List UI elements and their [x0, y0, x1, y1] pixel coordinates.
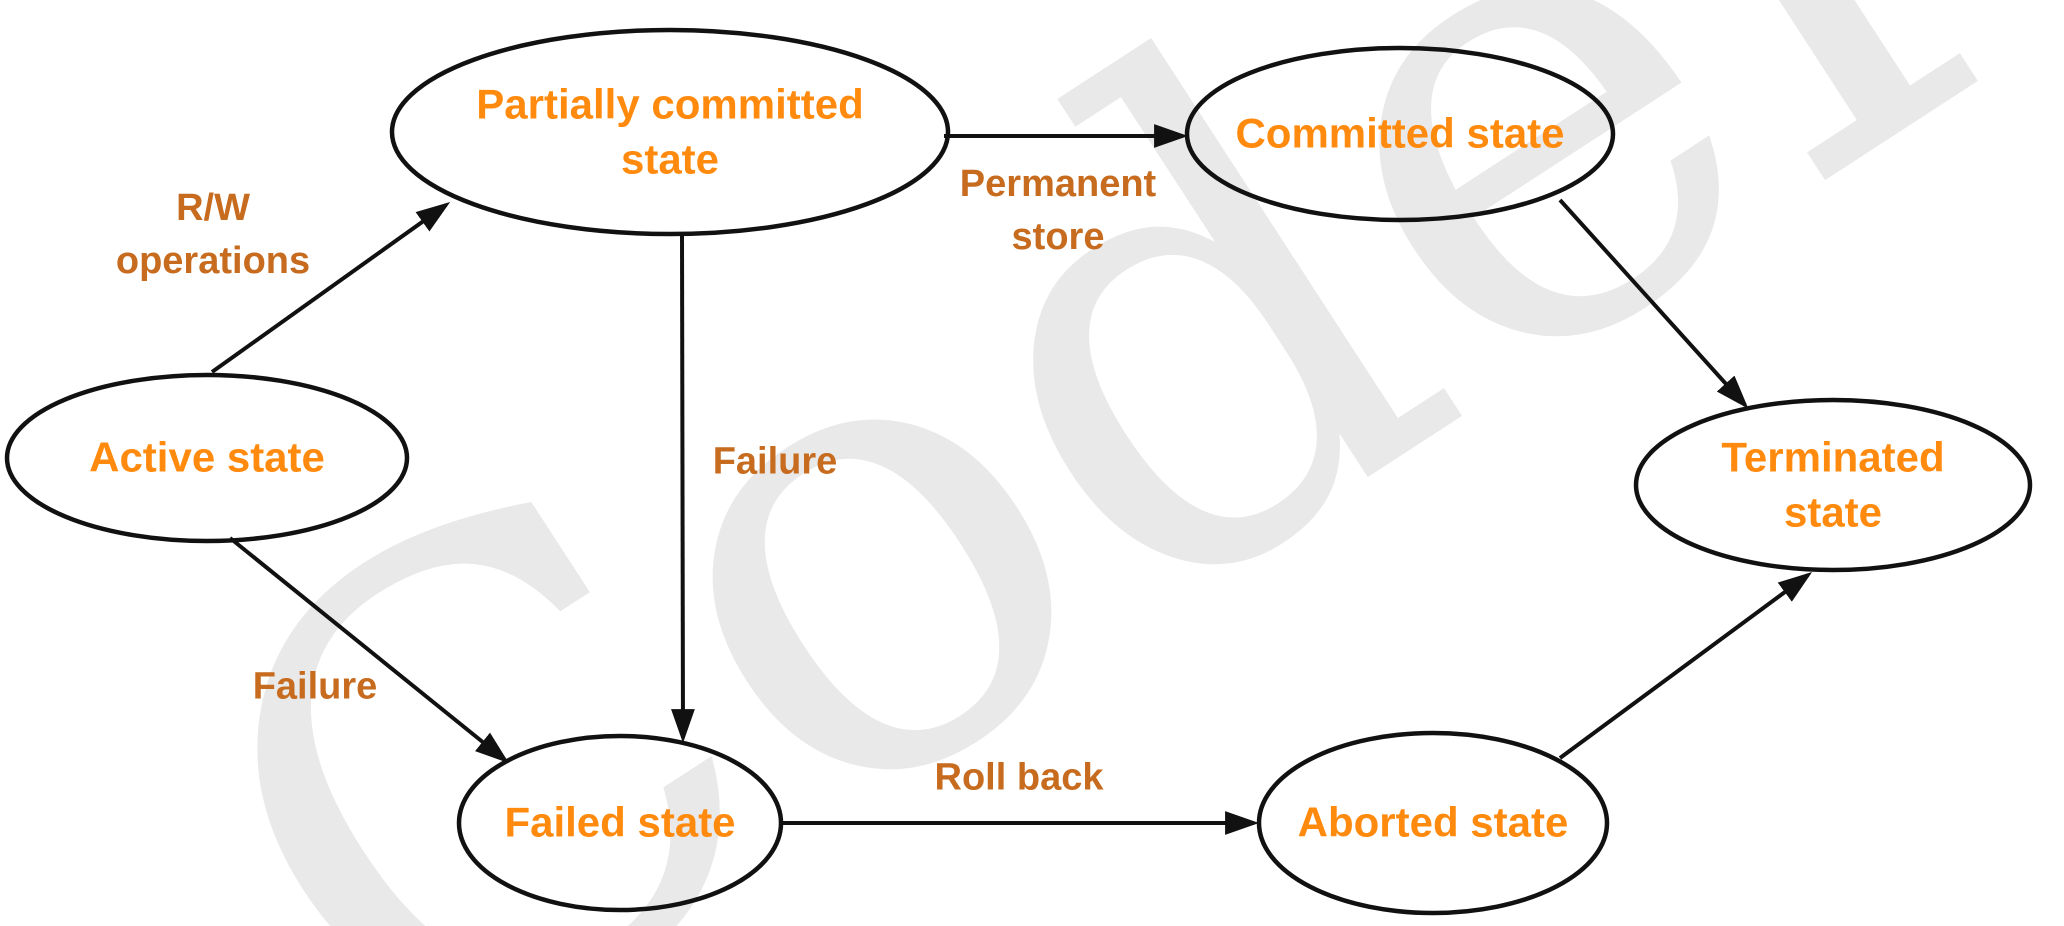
- state-node-aborted: [1256, 730, 1610, 916]
- edge-active-to-failed: [228, 536, 509, 764]
- edge-active-to-partially-committed: [210, 202, 451, 374]
- state-node-failed: [456, 733, 784, 913]
- edge-partially-committed-to-failed: [671, 233, 695, 744]
- edge-committed-to-terminated: [1558, 198, 1749, 409]
- nodes-layer: [4, 27, 2033, 916]
- state-node-terminated: [1633, 397, 2033, 573]
- edges-layer: [210, 124, 1813, 835]
- edge-aborted-to-terminated: [1558, 571, 1813, 760]
- state-node-committed: [1184, 45, 1616, 223]
- state-node-partially-committed: [389, 27, 951, 237]
- state-node-active: [4, 372, 410, 544]
